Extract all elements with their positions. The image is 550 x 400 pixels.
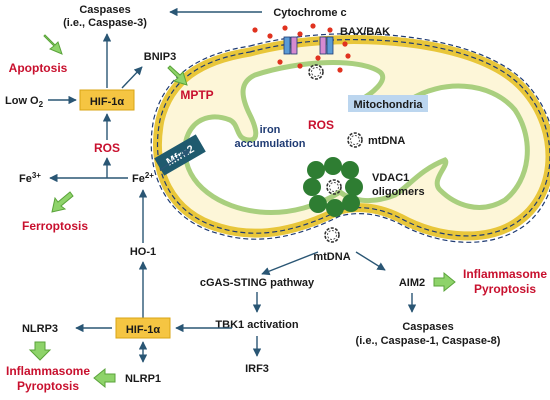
pyroptosis-right-label: Pyroptosis (474, 282, 536, 296)
cytochrome-c-dots (252, 23, 351, 73)
mitochondrion: Mitochondria (150, 33, 550, 243)
arrow-mtdna-to-aim2 (355, 251, 386, 271)
nlrp3-label: NLRP3 (22, 323, 58, 335)
caspases-top-label: Caspases (79, 4, 130, 16)
green-arrow-apoptosis (43, 34, 63, 55)
green-arrow-mptp (167, 65, 188, 86)
bax-bak-label: BAX/BAK (340, 26, 390, 38)
ferroptosis-label: Ferroptosis (22, 219, 88, 233)
mptp-label: MPTP (180, 88, 213, 102)
hif-top-box (79, 89, 135, 111)
vdac1-oligomer (303, 157, 363, 217)
mtdna-ring-out (324, 227, 340, 243)
caspases-bottom-label: Caspases (402, 321, 453, 333)
cgas-label: cGAS-STING pathway (200, 277, 315, 289)
arrow-hif-to-bnip3 (121, 66, 143, 89)
apoptosis-label: Apoptosis (9, 61, 68, 75)
caspases-bottom-sub: (i.e., Caspase-1, Caspase-8) (356, 335, 501, 347)
ros-mito-label: ROS (308, 118, 334, 132)
cytochrome-label: Cytochrome c (273, 7, 346, 19)
inflammasome-left-label: Inflammasome (6, 364, 90, 378)
accumulation-label: accumulation (235, 138, 306, 150)
vdac1-label: VDAC1 (372, 172, 409, 184)
green-arrow-ferroptosis (51, 191, 74, 213)
arrow-fe2-to-mfrn2 (159, 149, 191, 171)
fe2-label: Fe2+ (132, 171, 154, 185)
mitochondria-label-bg (348, 95, 428, 112)
mtdna-inner-label: mtDNA (368, 135, 405, 147)
arrow-mtdna-to-cgas (261, 251, 319, 276)
pyroptosis-left-label: Pyroptosis (17, 379, 79, 393)
inflammasome-right-label: Inflammasome (463, 267, 547, 281)
fe3-label: Fe3+ (19, 171, 41, 185)
bax-bak-channels (283, 36, 334, 55)
bnip3-label: BNIP3 (144, 51, 176, 63)
nlrp1-label: NLRP1 (125, 373, 161, 385)
green-arrow-inflammasome-right (433, 271, 456, 293)
caspases-top-sub: (i.e., Caspase-3) (63, 17, 147, 29)
green-arrow-inflammasome-left (28, 341, 52, 361)
tbk1-label: TBK1 activation (215, 319, 298, 331)
hif-bottom-box (115, 317, 171, 339)
irf3-label: IRF3 (245, 363, 269, 375)
iron-label: iron (260, 124, 281, 136)
mtdna-out-label: mtDNA (313, 251, 350, 263)
ho1-label: HO-1 (130, 246, 156, 258)
oligomers-label: oligomers (372, 186, 425, 198)
mitochondria-label: Mitochondria (353, 99, 423, 111)
low-o2-label: Low O2 (5, 95, 44, 109)
hif-bottom-label: HIF-1α (126, 324, 161, 336)
ros-left-label: ROS (94, 141, 120, 155)
green-arrow-nlrp1 (93, 367, 116, 389)
aim2-label: AIM2 (399, 277, 425, 289)
hif-top-label: HIF-1α (90, 96, 125, 108)
